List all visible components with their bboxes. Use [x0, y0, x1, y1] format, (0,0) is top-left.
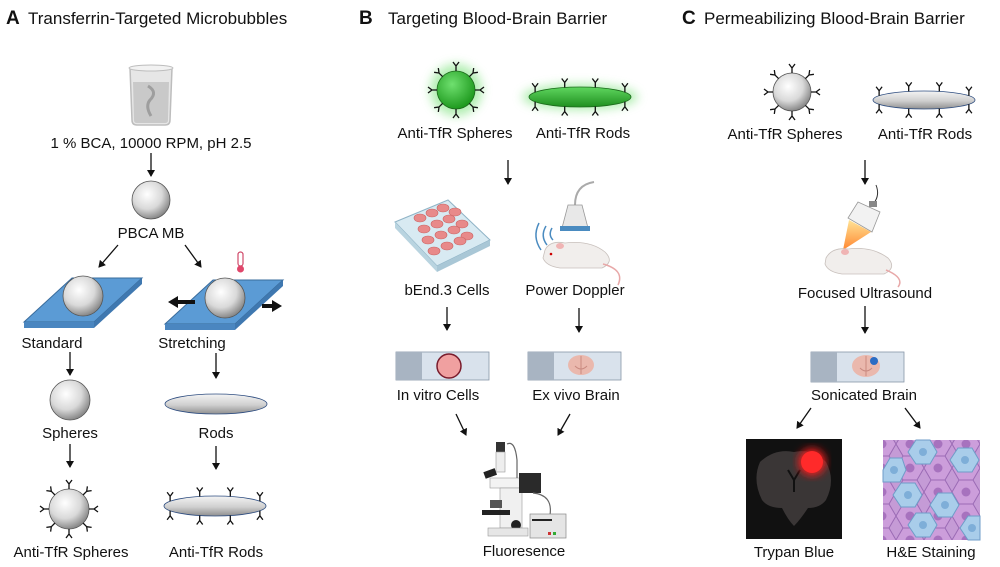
antibody-icon [788, 110, 796, 121]
ultrasound-probe-icon [535, 181, 595, 251]
arrow [796, 407, 812, 429]
panel-b: B Targeting Blood-Brain Barrier Anti-TfR… [359, 8, 638, 560]
sphere-microbubble [49, 379, 91, 421]
panel-a-letter: A [6, 8, 20, 29]
antibody-icon [965, 103, 973, 114]
spheres-label: Spheres [42, 425, 98, 442]
panel-b-title: Targeting Blood-Brain Barrier [388, 9, 608, 28]
ex-vivo-brain-label: Ex vivo Brain [532, 387, 620, 404]
arrow [98, 244, 119, 268]
sonicated-brain-label: Sonicated Brain [811, 387, 917, 404]
c-anti-tfr-rod [872, 90, 976, 110]
anti-tfr-sphere [48, 488, 90, 530]
trypan-blue-label: Trypan Blue [754, 544, 834, 561]
arrow [904, 407, 921, 429]
c-anti-tfr-sphere [772, 72, 812, 112]
mouse-icon [542, 241, 621, 286]
thermometer-icon [237, 251, 244, 273]
well-plate-icon [394, 199, 491, 272]
he-staining-label: H&E Staining [886, 544, 975, 561]
power-doppler-label: Power Doppler [525, 282, 624, 299]
panel-b-letter: B [359, 8, 373, 29]
he-staining-image [882, 439, 981, 541]
in-vitro-slide [395, 351, 490, 381]
antibody-icon [88, 505, 99, 513]
bend3-cells-label: bEnd.3 Cells [404, 282, 489, 299]
standard-label: Standard [22, 335, 83, 352]
panel-c: C Permeabilizing Blood-Brain Barrier Ant… [682, 8, 981, 561]
stretch-arrows-icon [168, 296, 282, 312]
antibody-icon [256, 491, 264, 502]
green-anti-tfr-sphere [430, 64, 482, 116]
pbca-microbubble [131, 180, 171, 220]
antibody-icon [39, 505, 50, 513]
stretching-label: Stretching [158, 335, 226, 352]
sonicated-brain-slide [810, 351, 905, 383]
in-vitro-cells-label: In vitro Cells [397, 387, 480, 404]
c-anti-tfr-spheres-label: Anti-TfR Spheres [727, 126, 842, 143]
antibody-icon [875, 103, 883, 114]
panel-c-title: Permeabilizing Blood-Brain Barrier [704, 9, 965, 28]
c-anti-tfr-rods-label: Anti-TfR Rods [878, 126, 972, 143]
antibody-icon [196, 486, 204, 498]
antibody-icon [65, 528, 73, 539]
panel-c-letter: C [682, 8, 696, 29]
sonication-spot [870, 357, 878, 365]
antibody-icon [905, 81, 913, 93]
stretching-plate [163, 277, 285, 330]
panel-a-title: Transferrin-Targeted Microbubbles [28, 9, 287, 28]
antibody-icon [166, 491, 174, 502]
antibody-icon [196, 514, 204, 526]
focused-ultrasound-transducer-icon [843, 184, 881, 250]
anti-tfr-spheres-label: Anti-TfR Spheres [13, 544, 128, 561]
antibody-icon [763, 88, 774, 96]
anti-tfr-rod [163, 495, 267, 517]
antibody-icon [226, 486, 234, 498]
rods-label: Rods [198, 425, 233, 442]
green-anti-tfr-rod [522, 84, 638, 110]
microscope-icon [482, 442, 567, 539]
pbca-label: PBCA MB [118, 225, 185, 242]
antibody-icon [935, 81, 943, 93]
anti-tfr-rods-label: Anti-TfR Rods [169, 544, 263, 561]
panel-a: A Transferrin-Targeted Microbubbles 1 % … [6, 8, 287, 561]
antibody-icon [935, 107, 943, 119]
antibody-icon [788, 63, 796, 74]
rod-microbubble [164, 393, 268, 415]
b-anti-tfr-rods-label: Anti-TfR Rods [536, 125, 630, 142]
brain-section-icon [568, 355, 594, 375]
trypan-blue-image [746, 439, 842, 539]
antibody-icon [166, 510, 174, 521]
b-anti-tfr-spheres-label: Anti-TfR Spheres [397, 125, 512, 142]
antibody-icon [810, 88, 821, 96]
arrow [455, 413, 468, 436]
standard-plate [22, 275, 144, 328]
c-mouse-icon [824, 248, 901, 288]
arrow [184, 244, 202, 268]
antibody-icon [875, 86, 883, 97]
antibody-icon [226, 514, 234, 526]
fluorescence-label: Fluoresence [483, 543, 566, 560]
beaker-icon [128, 64, 174, 126]
antibody-icon [965, 86, 973, 97]
synthesis-label: 1 % BCA, 10000 RPM, pH 2.5 [51, 135, 252, 152]
antibody-icon [905, 107, 913, 119]
antibody-icon [256, 510, 264, 521]
focused-ultrasound-label: Focused Ultrasound [798, 285, 932, 302]
antibody-icon [65, 479, 73, 490]
ex-vivo-slide [527, 351, 622, 381]
arrow [557, 413, 571, 436]
